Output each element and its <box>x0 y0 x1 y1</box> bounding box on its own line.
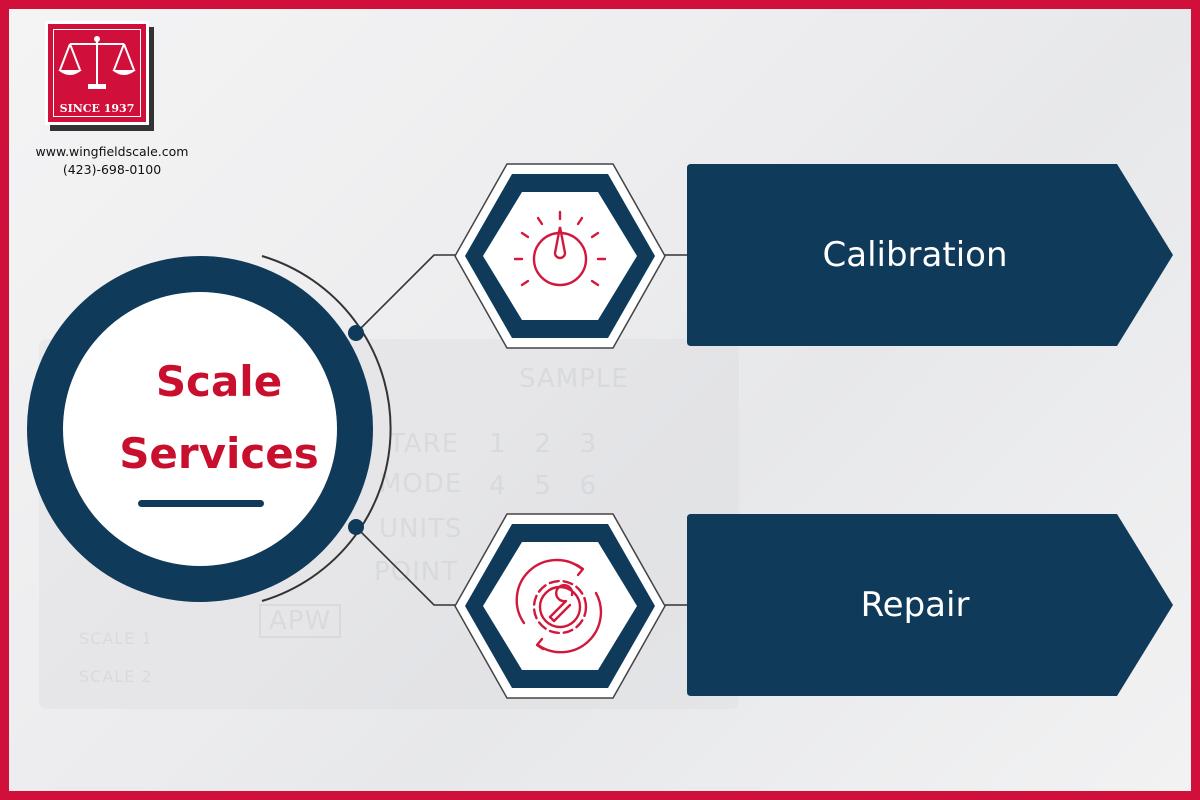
connector-dot <box>348 325 364 341</box>
company-logo: SINCE 1937 <box>45 21 149 125</box>
calibration-box-shape <box>687 164 1173 346</box>
background-text: 1 2 3 <box>489 429 598 459</box>
background-text: SCALE 2 <box>79 667 153 686</box>
scales-of-justice-icon <box>58 36 136 89</box>
gear-wrench-icon <box>515 558 603 654</box>
background-text: TARE <box>389 429 460 459</box>
phone-text: (423)-698-0100 <box>62 162 162 177</box>
background-text: SAMPLE <box>519 364 629 394</box>
connector-calibration <box>355 254 455 334</box>
logo-since-text: SINCE 1937 <box>59 102 135 115</box>
hub-circle <box>27 256 373 602</box>
gauge-dial-icon <box>513 210 607 287</box>
background-text: UNITS <box>379 514 463 544</box>
repair-service-box: Repair <box>687 514 1173 696</box>
calibration-hexagon <box>454 163 666 349</box>
website-text: www.wingfieldscale.com <box>35 144 189 159</box>
background-text: SCALE 1 <box>79 629 153 648</box>
background-text: 4 5 6 <box>489 471 598 501</box>
diagram-connectors <box>27 254 687 606</box>
repair-label: Repair <box>860 585 970 625</box>
background-text: MODE <box>379 469 463 499</box>
repair-box-shape <box>687 514 1173 696</box>
connector-repair <box>355 526 455 606</box>
calibration-service-box: Calibration <box>687 164 1173 346</box>
hub-title-line2: Services <box>119 429 319 478</box>
hub-title-line1: Scale <box>155 357 283 406</box>
connector-dot <box>348 519 364 535</box>
background-text: APW <box>259 604 342 638</box>
repair-hexagon <box>454 513 666 699</box>
hub-arc <box>261 255 392 602</box>
calibration-label: Calibration <box>822 235 1008 275</box>
hub-underline <box>138 500 264 507</box>
background-text: POINT <box>374 557 459 587</box>
